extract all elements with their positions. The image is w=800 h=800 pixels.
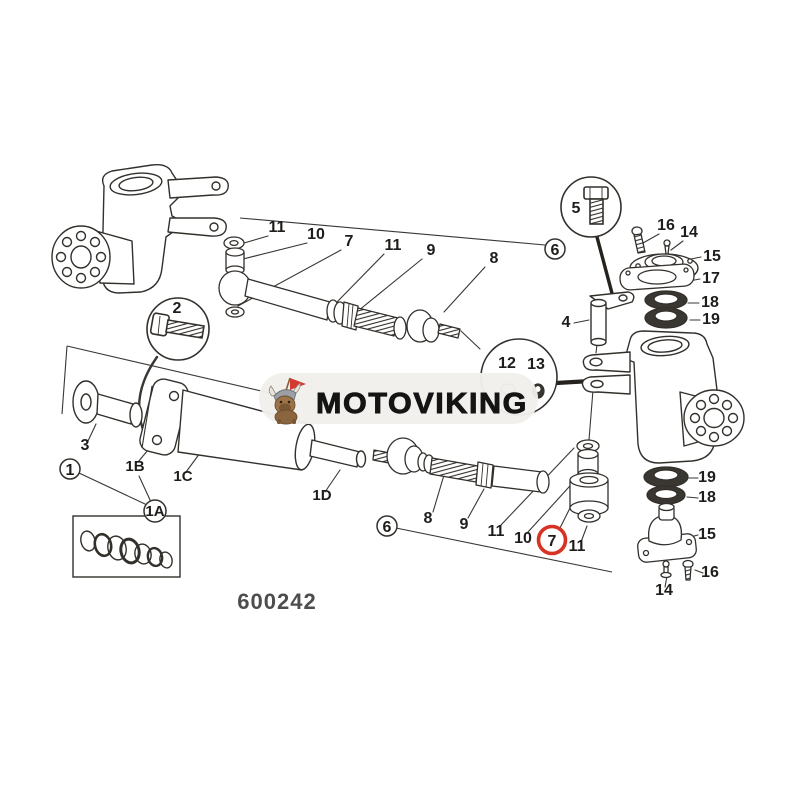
- detail-circle-2: [146, 297, 210, 361]
- callout-2: 2: [173, 300, 182, 317]
- callout-5: 5: [572, 200, 581, 217]
- highlight-red-circle: [536, 524, 568, 556]
- callout-10-top: 10: [307, 226, 325, 243]
- callout-11-top-a: 11: [269, 219, 286, 236]
- callout-8-top: 8: [490, 250, 499, 267]
- callout-6-bottom: 6: [383, 519, 392, 536]
- callout-1: 1: [66, 462, 75, 479]
- king-pin: [589, 291, 635, 347]
- callout-1a: 1A: [145, 503, 164, 520]
- detail-circle-6-bottom: [376, 515, 398, 537]
- callout-14-top: 14: [680, 224, 698, 241]
- callout-17: 17: [702, 270, 720, 287]
- callout-1d: 1D: [312, 487, 331, 504]
- callout-4: 4: [562, 314, 571, 331]
- callout-11-top-b: 11: [385, 237, 402, 254]
- callout-18-bottom: 18: [698, 489, 716, 506]
- callout-15-bottom: 15: [698, 526, 716, 543]
- steering-cylinder: [72, 378, 367, 471]
- left-steering-knuckle: [51, 163, 229, 294]
- callout-11-bottom-b: 11: [569, 538, 586, 555]
- viking-dog-mascot-icon: [268, 377, 306, 425]
- callout-18-top: 18: [701, 294, 719, 311]
- callout-16-bottom: 16: [701, 564, 719, 581]
- callout-7-highlighted: 7: [548, 533, 557, 550]
- callout-19-bottom: 19: [698, 469, 716, 486]
- callout-3: 3: [81, 437, 90, 454]
- callout-labels: 11 10 7 11 9 8 6 5 16 14 15 17 18 19 4 1…: [66, 200, 721, 599]
- lower-track-rod: [372, 437, 550, 494]
- callout-8-bottom: 8: [424, 510, 433, 527]
- detail-circle-5: [560, 176, 622, 238]
- callout-1c: 1C: [173, 468, 192, 485]
- lower-bearing-parts: [637, 466, 697, 581]
- watermark-pill: [259, 373, 538, 424]
- drawing-number: 600242: [237, 589, 316, 614]
- callout-11-bottom-a: 11: [488, 523, 505, 540]
- callout-1b: 1B: [125, 458, 144, 475]
- detail-circle-6-top: [544, 238, 566, 260]
- callout-9-top: 9: [427, 242, 436, 259]
- callout-15-top: 15: [703, 248, 721, 265]
- upper-bearing-parts: [619, 226, 699, 329]
- callout-12: 12: [498, 355, 516, 372]
- right-steering-knuckle: [581, 330, 745, 464]
- seal-kit-box: [72, 515, 181, 578]
- callout-19-top: 19: [702, 311, 720, 328]
- watermark: MOTOVIKING: [259, 373, 538, 425]
- callout-13: 13: [527, 356, 545, 373]
- callout-14-bottom: 14: [655, 582, 673, 599]
- callout-10-bottom: 10: [514, 530, 532, 547]
- watermark-brand-text: MOTOVIKING: [316, 388, 528, 420]
- callout-7-top: 7: [345, 233, 354, 250]
- detail-circle-1a: [143, 499, 167, 523]
- callout-9-bottom: 9: [460, 516, 469, 533]
- pivot-bushing-stack: [569, 439, 609, 523]
- detail-circle-1: [59, 458, 81, 480]
- callout-6-top: 6: [551, 242, 560, 259]
- callout-16-top: 16: [657, 217, 675, 234]
- upper-track-rod: [218, 236, 461, 343]
